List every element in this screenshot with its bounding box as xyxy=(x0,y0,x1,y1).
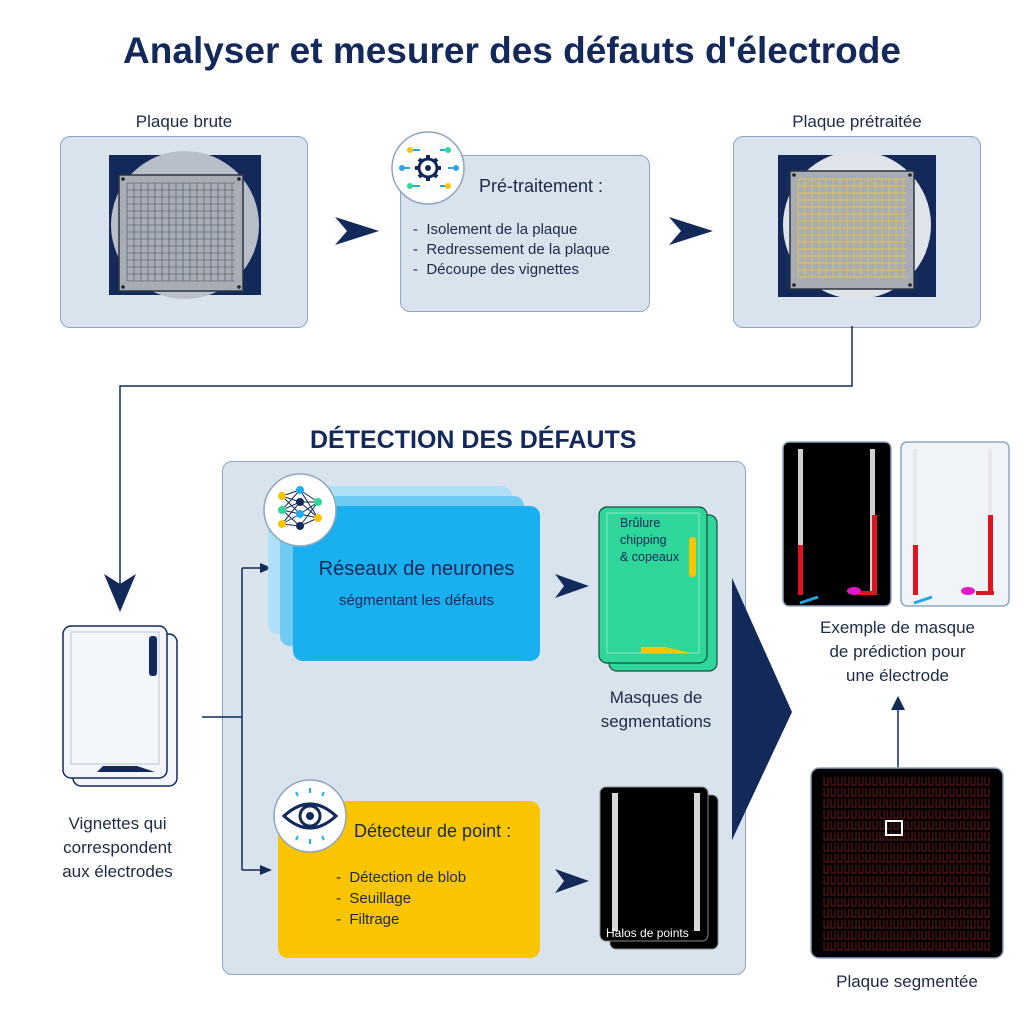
detection-title: DÉTECTION DES DÉFAUTS xyxy=(310,426,637,454)
page-title: Analyser et mesurer des défauts d'électr… xyxy=(123,30,901,71)
neural-network-card: Réseaux de neurones ségmentant les défau… xyxy=(293,506,540,661)
point-detector-header: Détecteur de point : xyxy=(354,821,512,841)
thumbnails-image xyxy=(62,625,178,787)
preprocessing-step: Isolement de la plaque xyxy=(413,220,610,240)
point-detector-step: Seuillage xyxy=(336,888,466,909)
preprocessed-plate-image xyxy=(778,151,936,299)
segmented-plate-label: Plaque segmentée xyxy=(836,972,978,991)
masks-card-text: Brûlure chipping & copeaux xyxy=(620,516,680,564)
arrow-right-icon xyxy=(555,574,589,598)
preprocessing-step: Redressement de la plaque xyxy=(413,240,609,260)
neural-network-icon xyxy=(263,473,337,547)
raw-plate-image xyxy=(109,151,261,299)
arrow-right-icon xyxy=(669,217,713,245)
neural-network-title: Réseaux de neurones xyxy=(318,558,515,580)
gear-network-icon xyxy=(391,131,465,205)
preprocessed-plate-panel xyxy=(733,136,981,328)
neural-network-subtitle: ségmentant les défauts xyxy=(338,592,495,609)
arrow-right-icon xyxy=(555,869,589,893)
raw-plate-panel xyxy=(60,136,308,328)
point-halos-image xyxy=(599,786,719,950)
eye-icon xyxy=(273,779,347,853)
halos-caption: Halos de points xyxy=(606,926,689,940)
raw-plate-label: Plaque brute xyxy=(135,112,233,131)
preprocessing-panel: Pré-traitement : Isolement de la plaque … xyxy=(400,155,650,312)
flow-connector xyxy=(104,326,853,612)
preprocessing-step: Découpe des vignettes xyxy=(413,260,610,280)
segmented-plate-image xyxy=(810,767,1004,959)
prediction-label: Exemple de masque de prédiction pour une… xyxy=(820,618,975,685)
preprocessing-steps: Isolement de la plaque Redressement de l… xyxy=(413,220,610,280)
preprocessing-header: Pré-traitement : xyxy=(479,176,604,196)
prediction-mask-dark xyxy=(782,441,892,607)
point-detector-step: Détection de blob xyxy=(336,867,466,888)
preprocessed-plate-label: Plaque prétraitée xyxy=(792,112,922,131)
segmentation-masks-image xyxy=(598,506,718,672)
thumbnails-label: Vignettes qui correspondent aux électrod… xyxy=(62,814,173,881)
masks-label: Masques de segmentations xyxy=(600,688,712,731)
prediction-mask-light xyxy=(900,441,1010,607)
big-arrow-icon xyxy=(732,578,792,840)
point-detector-steps: Détection de blob Seuillage Filtrage xyxy=(336,867,466,930)
arrow-right-icon xyxy=(335,217,379,245)
branch-connector xyxy=(202,563,272,875)
point-detector-step: Filtrage xyxy=(336,909,466,930)
